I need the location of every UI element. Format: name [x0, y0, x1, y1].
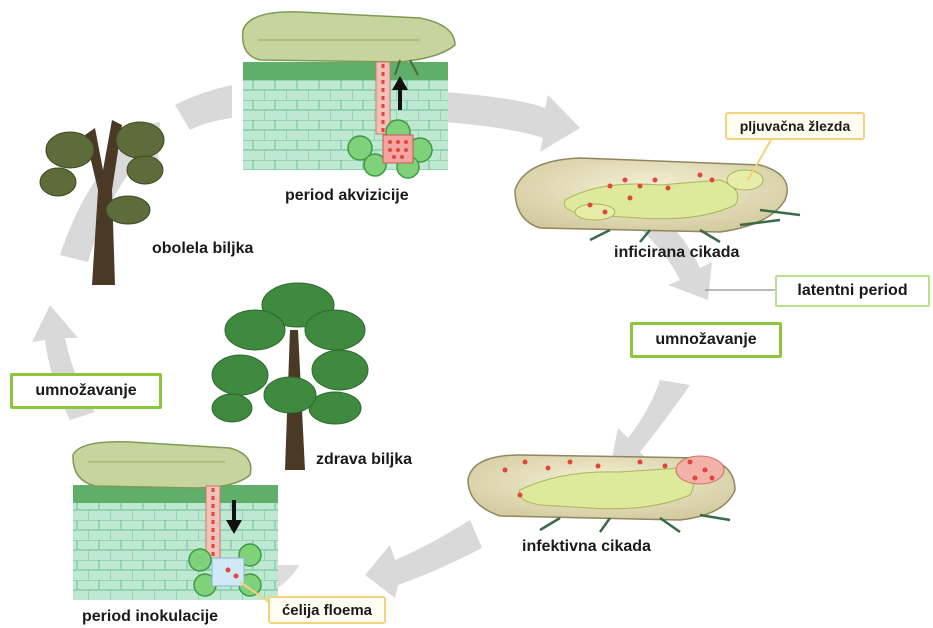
- label-multiplication-right-box: umnožavanje: [630, 322, 782, 358]
- diseased-tree-illustration: [40, 120, 164, 285]
- label-acquisition-period: period akvizicije: [285, 187, 409, 205]
- cycle-arrow-top-right: [445, 92, 580, 152]
- label-infected-leafhopper: inficirana cikada: [614, 244, 739, 262]
- cycle-arrow-right-lower: [610, 380, 690, 468]
- label-infective-leafhopper: infektivna cikada: [522, 538, 651, 556]
- label-multiplication-left-box: umnožavanje: [10, 373, 162, 409]
- label-latent-period-box: latentni period: [775, 275, 930, 307]
- cycle-arrow-top-left: [175, 85, 232, 130]
- label-salivary-gland-box: pljuvačna žlezda: [725, 112, 865, 140]
- label-phloem-cell-box: ćelija floema: [268, 596, 386, 624]
- label-diseased-plant: obolela biljka: [152, 240, 253, 258]
- infective-leafhopper-illustration: [468, 455, 735, 532]
- healthy-tree-illustration: [212, 283, 368, 470]
- infected-leafhopper-illustration: [515, 138, 800, 242]
- cycle-arrow-bottom: [365, 520, 482, 598]
- label-healthy-plant: zdrava biljka: [316, 451, 412, 469]
- inoculation-illustration: [73, 442, 278, 604]
- label-inoculation-period: period inokulacije: [82, 608, 218, 626]
- acquisition-illustration: [243, 12, 455, 178]
